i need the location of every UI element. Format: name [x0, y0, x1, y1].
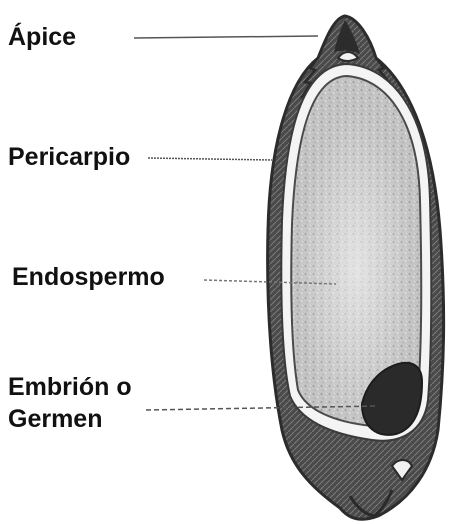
label-pericarpio: Pericarpio	[8, 142, 130, 172]
leader-line-apice	[134, 36, 318, 38]
label-endospermo: Endospermo	[12, 262, 165, 292]
leader-line-pericarpio	[148, 158, 272, 160]
label-apice: Ápice	[8, 22, 76, 52]
label-germen: Germen	[8, 404, 102, 434]
label-embrion: Embrión o	[8, 372, 132, 402]
